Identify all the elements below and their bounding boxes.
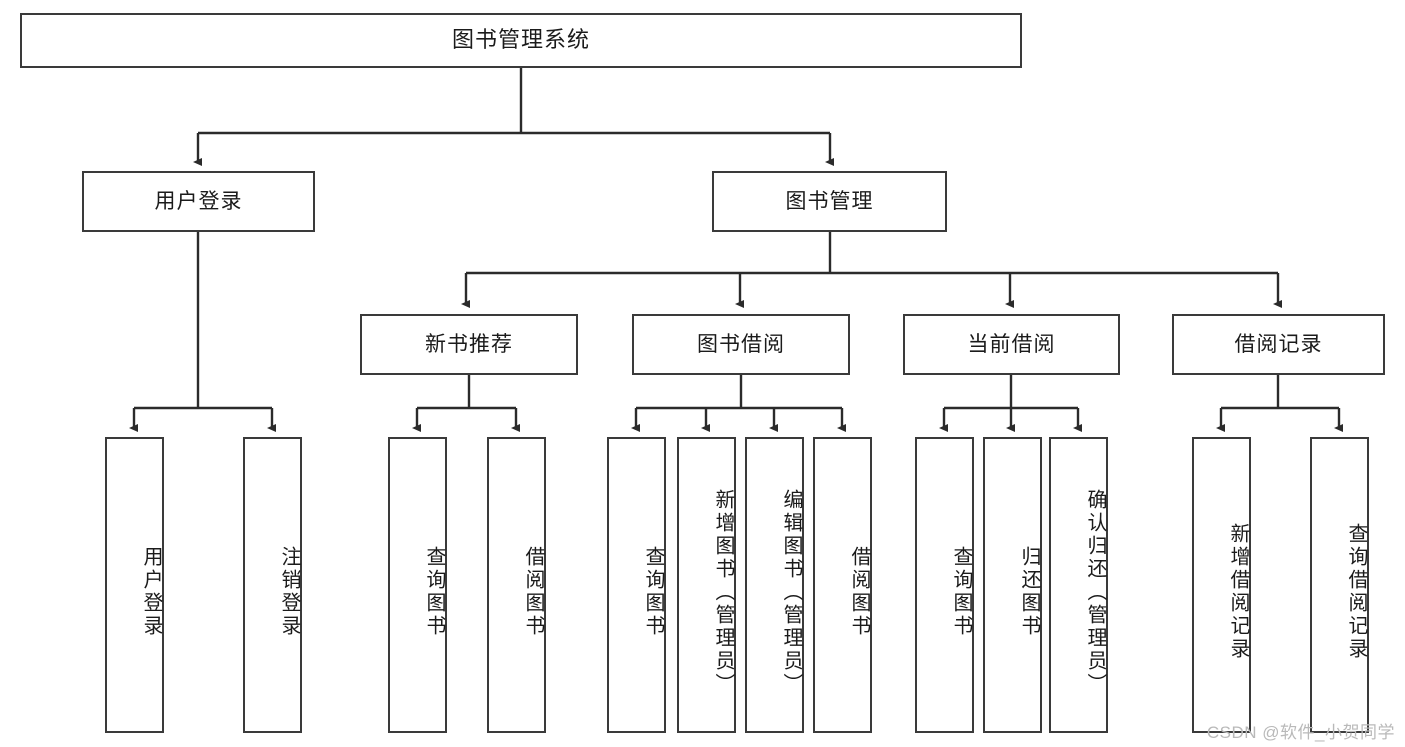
leaf-label: 确认归还（管理员） <box>1084 488 1106 696</box>
node-label: 新书推荐 <box>425 332 513 356</box>
node-label: 借阅记录 <box>1234 332 1323 356</box>
leaf-query-book-borrow[interactable]: 查询图书 <box>607 437 666 733</box>
node-book-borrow[interactable]: 图书借阅 <box>632 314 850 375</box>
node-borrow-record[interactable]: 借阅记录 <box>1172 314 1385 375</box>
leaf-label: 查询图书 <box>423 546 445 638</box>
leaf-query-borrow-record[interactable]: 查询借阅记录 <box>1310 437 1369 733</box>
leaf-label: 编辑图书（管理员） <box>780 488 802 696</box>
leaf-query-book-recommend[interactable]: 查询图书 <box>388 437 447 733</box>
leaf-borrow-book[interactable]: 借阅图书 <box>813 437 872 733</box>
leaf-user-logout[interactable]: 注销登录 <box>243 437 302 733</box>
leaf-return-book[interactable]: 归还图书 <box>983 437 1042 733</box>
leaf-label: 新增借阅记录 <box>1227 523 1249 661</box>
node-current-borrow[interactable]: 当前借阅 <box>903 314 1120 375</box>
leaf-label: 归还图书 <box>1018 546 1040 638</box>
leaf-add-borrow-record[interactable]: 新增借阅记录 <box>1192 437 1251 733</box>
node-user-login[interactable]: 用户登录 <box>82 171 315 232</box>
leaf-label: 注销登录 <box>278 546 300 638</box>
leaf-add-book-admin[interactable]: 新增图书（管理员） <box>677 437 736 733</box>
node-root[interactable]: 图书管理系统 <box>20 13 1022 68</box>
leaf-label: 查询借阅记录 <box>1345 523 1367 661</box>
node-book-management[interactable]: 图书管理 <box>712 171 947 232</box>
leaf-label: 用户登录 <box>140 546 162 638</box>
leaf-confirm-return-admin[interactable]: 确认归还（管理员） <box>1049 437 1108 733</box>
leaf-query-book-current[interactable]: 查询图书 <box>915 437 974 733</box>
node-label: 用户登录 <box>154 189 243 213</box>
node-label: 当前借阅 <box>967 332 1056 356</box>
leaf-user-login[interactable]: 用户登录 <box>105 437 164 733</box>
leaf-label: 查询图书 <box>642 546 664 638</box>
leaf-borrow-book-recommend[interactable]: 借阅图书 <box>487 437 546 733</box>
node-root-label: 图书管理系统 <box>451 27 590 53</box>
node-new-book-recommend[interactable]: 新书推荐 <box>360 314 578 375</box>
leaf-label: 新增图书（管理员） <box>712 488 734 696</box>
node-label: 图书管理 <box>785 189 874 213</box>
leaf-label: 借阅图书 <box>522 546 544 638</box>
watermark: CSDN @软件_小贺同学 <box>1206 723 1395 742</box>
leaf-edit-book-admin[interactable]: 编辑图书（管理员） <box>745 437 804 733</box>
leaf-label: 借阅图书 <box>848 546 870 638</box>
node-label: 图书借阅 <box>697 332 785 356</box>
leaf-label: 查询图书 <box>950 546 972 638</box>
